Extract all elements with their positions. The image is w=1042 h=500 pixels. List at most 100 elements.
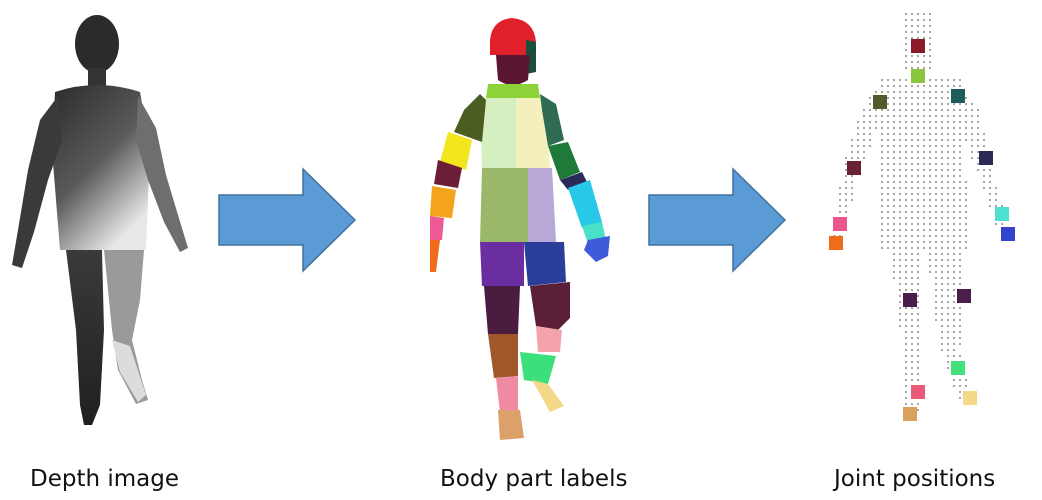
point	[941, 151, 943, 153]
point	[947, 337, 949, 339]
point	[923, 157, 925, 159]
point	[911, 31, 913, 33]
point	[893, 199, 895, 201]
joint-marker	[979, 151, 993, 165]
point	[953, 355, 955, 357]
depth-image	[0, 0, 200, 440]
depth-left-leg	[66, 250, 104, 425]
point	[911, 367, 913, 369]
point	[881, 163, 883, 165]
point	[911, 103, 913, 105]
point	[929, 37, 931, 39]
point	[905, 247, 907, 249]
point	[947, 247, 949, 249]
part-forearm-left	[430, 186, 456, 218]
joint-markers	[829, 39, 1015, 421]
point	[953, 265, 955, 267]
point	[947, 199, 949, 201]
part-hip-left	[480, 242, 524, 286]
depth-neck	[88, 68, 106, 86]
point	[905, 367, 907, 369]
point	[899, 277, 901, 279]
point	[905, 205, 907, 207]
point	[893, 85, 895, 87]
point	[887, 193, 889, 195]
point	[923, 115, 925, 117]
point	[875, 91, 877, 93]
part-shin-right	[520, 352, 556, 384]
point	[977, 115, 979, 117]
point	[923, 67, 925, 69]
joint-marker	[1001, 227, 1015, 241]
point	[929, 223, 931, 225]
point	[881, 133, 883, 135]
point	[905, 337, 907, 339]
point	[905, 283, 907, 285]
point	[929, 25, 931, 27]
point	[893, 277, 895, 279]
point	[911, 67, 913, 69]
point	[965, 127, 967, 129]
point	[947, 331, 949, 333]
point	[887, 79, 889, 81]
point	[941, 217, 943, 219]
joint-marker	[911, 39, 925, 53]
point	[941, 163, 943, 165]
point	[857, 127, 859, 129]
point	[905, 127, 907, 129]
point	[887, 109, 889, 111]
point	[995, 187, 997, 189]
point	[935, 163, 937, 165]
caption-joint-positions: Joint positions	[834, 466, 995, 492]
point	[977, 163, 979, 165]
joint-marker	[963, 391, 977, 405]
point	[941, 115, 943, 117]
point	[941, 103, 943, 105]
point	[917, 373, 919, 375]
point	[965, 109, 967, 111]
point	[947, 343, 949, 345]
point	[959, 319, 961, 321]
point	[965, 121, 967, 123]
point	[923, 85, 925, 87]
point	[905, 133, 907, 135]
point	[887, 181, 889, 183]
point	[899, 187, 901, 189]
point	[959, 175, 961, 177]
point	[947, 319, 949, 321]
point	[935, 91, 937, 93]
point	[935, 205, 937, 207]
point	[845, 211, 847, 213]
point	[911, 247, 913, 249]
point	[905, 85, 907, 87]
point	[935, 151, 937, 153]
point	[911, 379, 913, 381]
point	[911, 325, 913, 327]
point	[923, 229, 925, 231]
point	[953, 379, 955, 381]
point	[935, 115, 937, 117]
point	[917, 109, 919, 111]
point	[917, 169, 919, 171]
point	[911, 19, 913, 21]
point	[929, 271, 931, 273]
point	[905, 97, 907, 99]
point	[863, 127, 865, 129]
point	[905, 25, 907, 27]
point	[905, 181, 907, 183]
point	[905, 37, 907, 39]
point	[941, 283, 943, 285]
point	[893, 115, 895, 117]
point	[923, 163, 925, 165]
point	[935, 223, 937, 225]
point	[869, 133, 871, 135]
point	[947, 181, 949, 183]
point	[887, 91, 889, 93]
point	[893, 271, 895, 273]
joint-marker	[951, 361, 965, 375]
point	[941, 145, 943, 147]
point	[911, 283, 913, 285]
point	[881, 247, 883, 249]
point	[989, 169, 991, 171]
point	[935, 289, 937, 291]
